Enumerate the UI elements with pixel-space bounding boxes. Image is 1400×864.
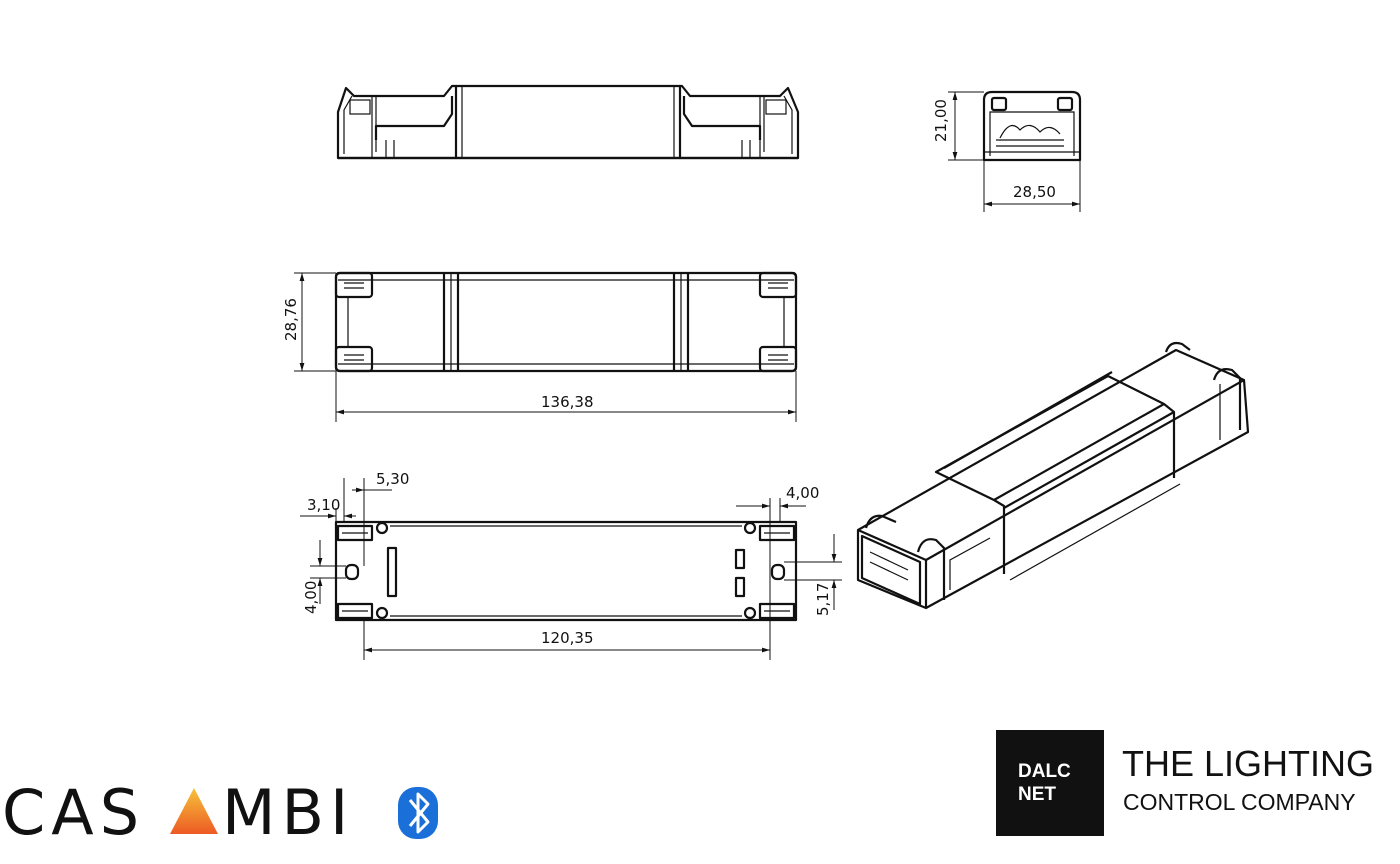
dim-5-30: 5,30 — [376, 470, 409, 488]
dim-front-height: 21,00 — [932, 99, 950, 142]
tagline-line1: THE LIGHTING — [1122, 743, 1374, 784]
dim-4-00-left: 4,00 — [302, 581, 320, 614]
casambi-wordmark-right: MBI — [222, 776, 354, 849]
side-view — [336, 84, 800, 160]
dim-top-width: 28,76 — [282, 298, 300, 341]
dim-front-width: 28,50 — [1013, 183, 1056, 201]
dalc-line1: DALC — [1018, 761, 1071, 782]
front-view — [982, 90, 1082, 162]
dim-hole-spacing: 120,35 — [541, 629, 594, 647]
tagline-line2: CONTROL COMPANY — [1123, 789, 1356, 815]
front-dimensions: 21,00 28,50 — [932, 91, 1081, 212]
dalcnet-box — [996, 730, 1104, 836]
dalcnet-logo: DALC NET THE LIGHTING CONTROL COMPANY — [996, 730, 1374, 836]
casambi-logo: CAS MBI — [2, 776, 438, 849]
top-dimensions: 28,76 136,38 — [282, 272, 797, 422]
casambi-wordmark-left: CAS — [2, 776, 145, 849]
top-view — [334, 271, 798, 373]
bluetooth-icon — [398, 787, 438, 839]
dalc-line2: NET — [1018, 784, 1056, 805]
dim-top-length: 136,38 — [541, 393, 594, 411]
bottom-dimensions: 5,30 3,10 4,00 4,00 5,17 120,35 — [300, 470, 842, 660]
dim-5-17: 5,17 — [814, 583, 832, 616]
isometric-view — [856, 341, 1250, 610]
dim-4-00-right: 4,00 — [786, 484, 819, 502]
dim-3-10: 3,10 — [307, 496, 340, 514]
casambi-a-glyph — [170, 788, 218, 834]
bottom-view — [334, 520, 798, 622]
